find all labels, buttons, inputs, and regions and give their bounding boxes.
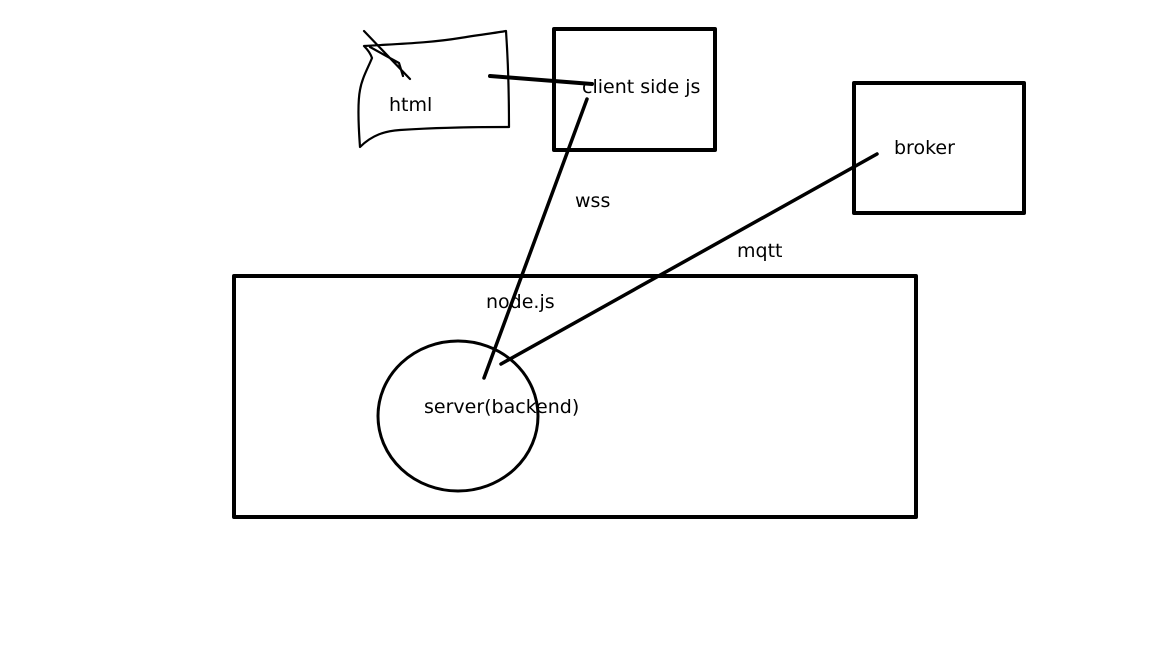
html-document-shape bbox=[357, 29, 511, 149]
edge-client-server bbox=[482, 97, 589, 380]
server-label: server(backend) bbox=[424, 396, 579, 418]
broker-label: broker bbox=[894, 137, 955, 159]
edge-html-client bbox=[488, 74, 594, 86]
client-box bbox=[552, 27, 717, 152]
edge-broker-server bbox=[499, 152, 879, 366]
nodejs-box bbox=[232, 274, 918, 519]
nodejs-label: node.js bbox=[486, 291, 555, 313]
client-label: client side js bbox=[582, 76, 700, 98]
server-circle bbox=[376, 339, 540, 493]
mqtt-label: mqtt bbox=[737, 240, 782, 262]
wss-label: wss bbox=[575, 190, 610, 212]
broker-box bbox=[852, 81, 1026, 215]
html-label: html bbox=[389, 94, 432, 116]
html-fold-mark bbox=[362, 29, 412, 81]
